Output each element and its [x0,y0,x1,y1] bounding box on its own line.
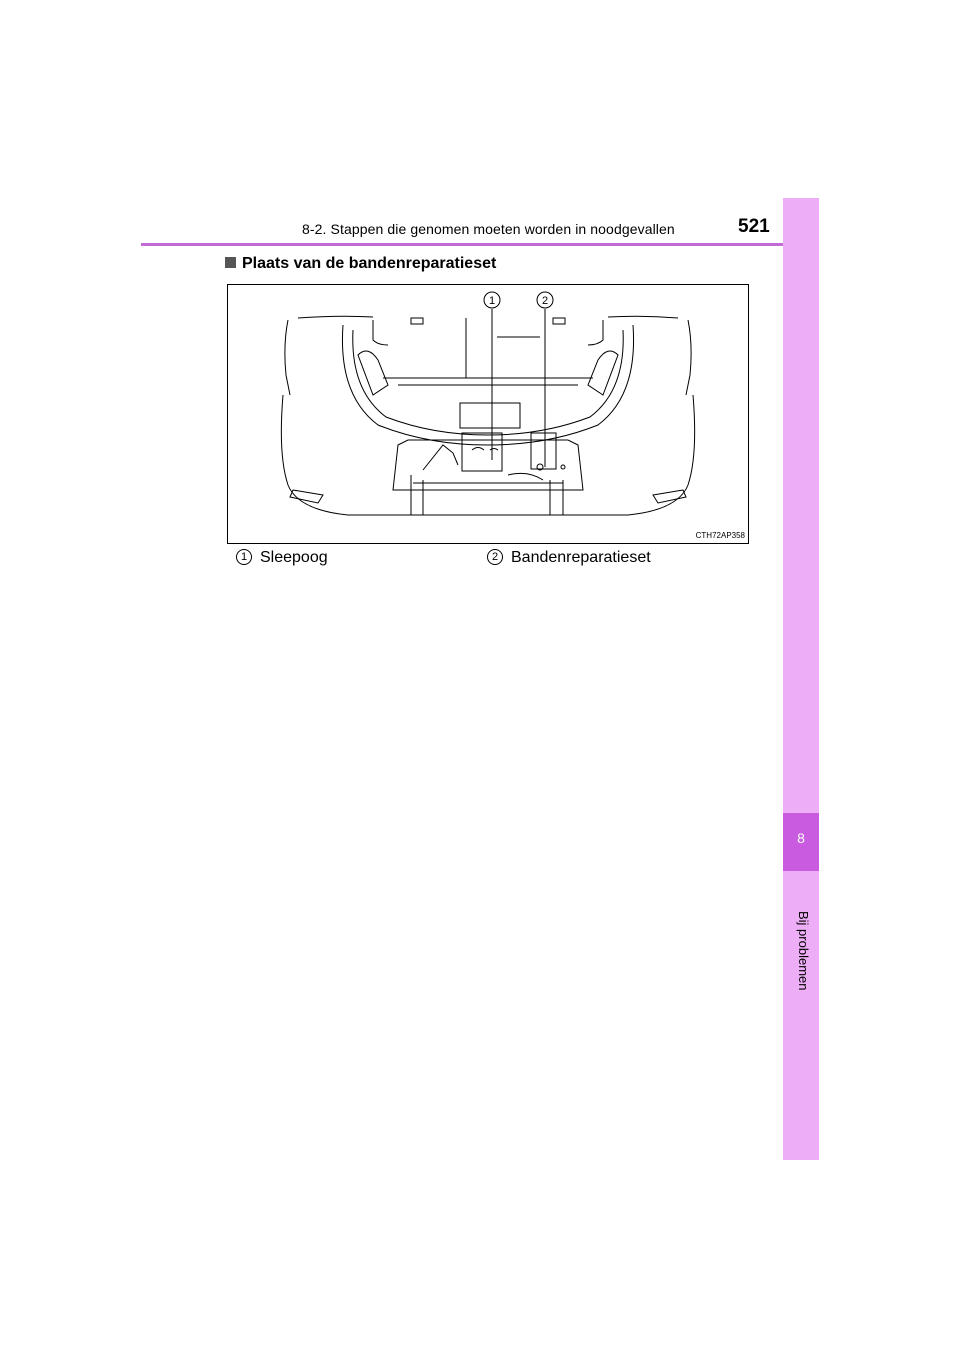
page-number: 521 [738,216,770,237]
legend-num-1: 1 [236,549,252,565]
chapter-side-tab[interactable] [783,198,819,1160]
header-title: 8-2. Stappen die genomen moeten worden i… [302,221,675,237]
section-heading: Plaats van de bandenreparatieset [225,255,496,273]
callout-1: 1 [489,295,495,307]
legend-label-1: Sleepoog [260,549,328,566]
legend-label-2: Bandenreparatieset [511,549,651,566]
chapter-label: Bij problemen [796,911,811,991]
trunk-illustration: 1 2 [280,291,696,516]
legend-item-2: 2 Bandenreparatieset [487,549,651,567]
trunk-figure: 1 2 CTH72AP358 [227,284,749,544]
section-heading-text: Plaats van de bandenreparatieset [242,255,497,272]
figure-code: CTH72AP358 [695,531,745,540]
header-rule [141,243,819,246]
legend-num-2: 2 [487,549,503,565]
chapter-tab-active[interactable] [783,813,819,871]
legend-item-1: 1 Sleepoog [236,549,328,567]
chapter-number: 8 [797,830,805,846]
callout-2: 2 [542,295,548,307]
square-bullet-icon [225,257,236,268]
